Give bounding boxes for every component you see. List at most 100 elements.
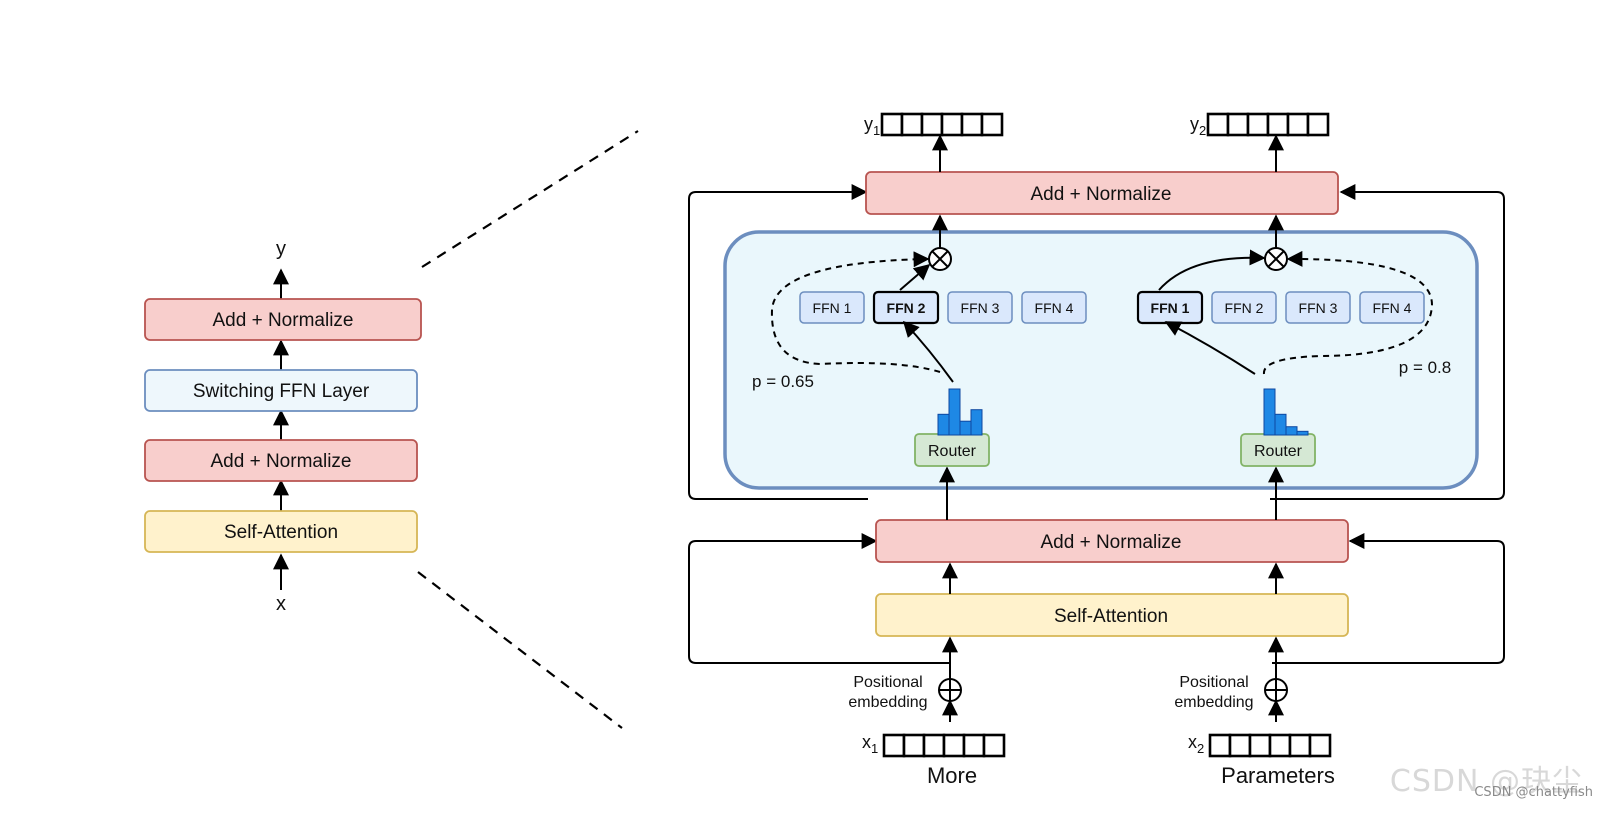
t2-expert-3-label: FFN 3: [1299, 300, 1338, 316]
t1-input-vector-cell: [902, 733, 926, 758]
t1-output-vector-cell: [980, 112, 1004, 137]
left-output-label: y: [276, 238, 286, 260]
t2-output-vector-cell: [1226, 112, 1250, 137]
t1-expert-4-label: FFN 4: [1035, 300, 1074, 316]
left-switching-ffn-layer: [144, 369, 418, 412]
left-input-label: x: [276, 593, 286, 615]
residual-loop-top-left: [688, 184, 868, 500]
t2-output-vector-cell: [1306, 112, 1330, 137]
t2-expert-row: FFN 1 FFN 2 FFN 3 FFN 4: [1136, 290, 1425, 325]
t1-expert-4: [1021, 291, 1087, 324]
switching-ffn-panel: [723, 230, 1479, 490]
t2-expert-to-multiply: [1158, 249, 1266, 291]
t1-output-vector-cell: [960, 112, 984, 137]
t1-input-vector: [882, 733, 1006, 758]
t2-histogram-bar: [1296, 430, 1309, 436]
t1-multiply-node: [928, 247, 952, 271]
t1-expert-row: FFN 1 FFN 2 FFN 3 FFN 4: [799, 290, 1087, 325]
right-add-normalize-top: [865, 171, 1339, 215]
t2-input-vector-cell: [1248, 733, 1272, 758]
t1-output-vector: [880, 112, 1004, 137]
t1-expert-1-label: FFN 1: [813, 300, 852, 316]
t1-input-vector-cell: [962, 733, 986, 758]
t1-output-vector-cell: [920, 112, 944, 137]
left-add-normalize-top-label: Add + Normalize: [213, 310, 354, 331]
t1-prob-dashed: [770, 251, 941, 373]
left-self-attention-label: Self-Attention: [224, 522, 338, 543]
residual-loop-top-right: [1270, 184, 1505, 500]
t1-router-label: Router: [928, 443, 977, 460]
right-block: Add + Normalize Add + Normalize Self-Att…: [688, 112, 1505, 788]
t1-expert-2-label: FFN 2: [887, 300, 926, 316]
t1-positional-label-line1: Positional: [853, 674, 922, 691]
t2-prob-label: p = 0.8: [1399, 358, 1451, 377]
t1-output-vector-cell: [900, 112, 924, 137]
t2-input-vector-cell: [1208, 733, 1232, 758]
t2-router-label: Router: [1254, 443, 1303, 460]
left-add-normalize-bottom: [144, 439, 418, 482]
left-self-attention: [144, 510, 418, 553]
t1-input-vector-cell: [882, 733, 906, 758]
t2-positional-adder: [1264, 678, 1288, 702]
t2-input-vector-cell: [1228, 733, 1252, 758]
t2-word: Parameters: [1221, 763, 1335, 788]
right-add-normalize-bottom: [875, 519, 1349, 563]
zoom-line-top: [421, 130, 639, 268]
left-add-normalize-bottom-label: Add + Normalize: [211, 451, 352, 472]
residual-loop-bottom-right: [1272, 533, 1505, 664]
t1-histogram-bar: [937, 413, 950, 436]
t2-expert-1-label: FFN 1: [1151, 300, 1190, 316]
t1-input-vector-cell: [942, 733, 966, 758]
t1-output-vector-cell: [940, 112, 964, 137]
t1-histogram-bar: [948, 388, 961, 436]
left-switching-ffn-label: Switching FFN Layer: [193, 381, 370, 402]
t1-expert-3: [947, 291, 1013, 324]
t2-output-vector: [1206, 112, 1330, 137]
watermark-main: CSDN @玦尘: [1389, 764, 1583, 799]
t2-output-vector-cell: [1246, 112, 1270, 137]
t1-output-vector-cell: [880, 112, 904, 137]
t2-histogram-bar: [1285, 426, 1298, 436]
t1-input-vector-cell: [922, 733, 946, 758]
right-self-attention-label: Self-Attention: [1054, 606, 1168, 627]
t1-expert-1: [799, 291, 865, 324]
t2-histogram-bar: [1263, 388, 1276, 436]
t2-router-histogram: [1263, 388, 1309, 436]
t1-route-arrow: [902, 320, 954, 383]
t1-histogram-bar: [959, 420, 972, 436]
t2-positional-label-line1: Positional: [1179, 674, 1248, 691]
zoom-line-bottom: [417, 571, 623, 729]
t2-expert-2-label: FFN 2: [1225, 300, 1264, 316]
left-block: Add + Normalize Switching FFN Layer Add …: [144, 238, 422, 615]
right-add-normalize-bottom-label: Add + Normalize: [1041, 532, 1182, 553]
t2-input-vector: [1208, 733, 1332, 758]
left-add-normalize-top: [144, 298, 422, 341]
watermark: CSDN @玦尘 CSDN @chattyfish: [1373, 756, 1593, 800]
t1-word: More: [927, 763, 977, 788]
t1-expert-3-label: FFN 3: [961, 300, 1000, 316]
residual-loop-bottom-left: [688, 533, 950, 664]
t2-input-label: x2: [1188, 732, 1204, 756]
t2-expert-2: [1211, 291, 1277, 324]
t1-router-histogram: [937, 388, 983, 436]
t2-output-vector-cell: [1266, 112, 1290, 137]
t2-route-arrow: [1164, 321, 1256, 375]
right-self-attention: [875, 593, 1349, 637]
watermark-sub: CSDN @chattyfish: [1474, 785, 1593, 800]
t1-prob-label: p = 0.65: [752, 372, 814, 391]
t2-output-vector-cell: [1286, 112, 1310, 137]
t2-output-vector-cell: [1206, 112, 1230, 137]
t1-output-label: y1: [864, 114, 880, 138]
t1-histogram-bar: [970, 409, 983, 436]
t2-prob-dashed: [1263, 250, 1434, 375]
t1-positional-label-line2: embedding: [848, 694, 927, 711]
t2-expert-3: [1285, 291, 1351, 324]
t2-input-vector-cell: [1308, 733, 1332, 758]
t2-expert-4-label: FFN 4: [1373, 300, 1412, 316]
t2-input-vector-cell: [1288, 733, 1312, 758]
t2-input-vector-cell: [1268, 733, 1292, 758]
t1-input-vector-cell: [982, 733, 1006, 758]
t2-expert-4: [1359, 291, 1425, 324]
t2-output-label: y2: [1190, 114, 1206, 138]
t2-positional-label-line2: embedding: [1174, 694, 1253, 711]
